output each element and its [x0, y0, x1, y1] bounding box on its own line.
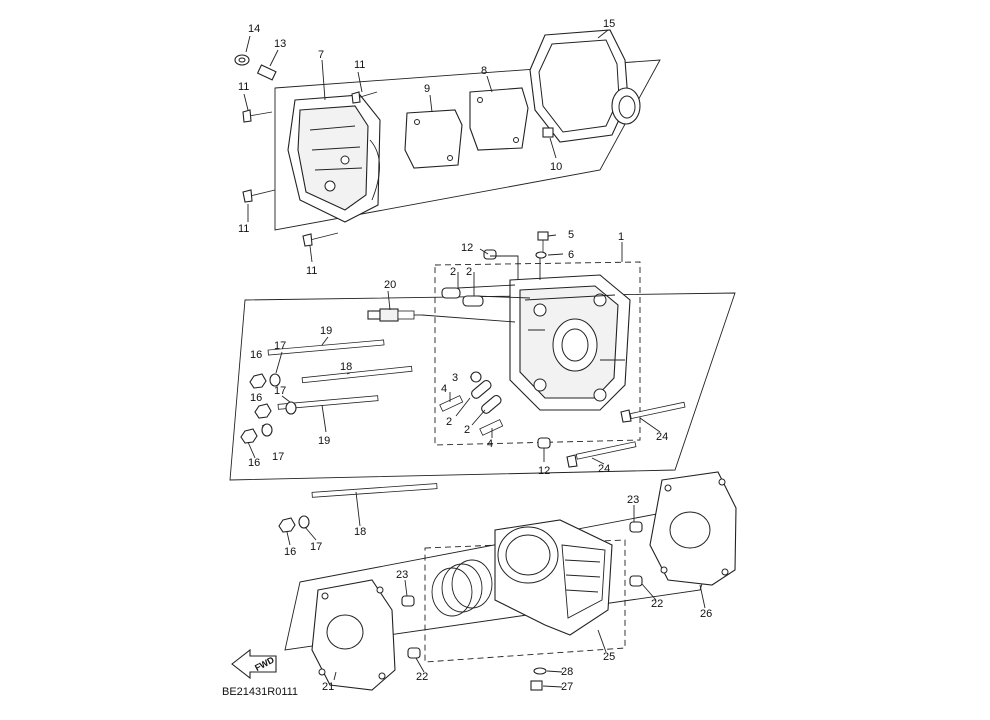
- callout-6: 6: [568, 249, 574, 261]
- bolt-10: [542, 127, 554, 138]
- callout-2: 2: [450, 266, 456, 278]
- callout-17: 17: [310, 541, 322, 553]
- washers-17: [261, 373, 310, 529]
- callout-23: 23: [396, 569, 408, 581]
- valve-guides-2: [441, 287, 502, 414]
- diagram-code: BE21431R0111: [222, 686, 299, 698]
- grommet-14: [234, 54, 250, 66]
- callout-18: 18: [340, 361, 352, 373]
- callout-7: 7: [318, 49, 324, 61]
- washer-28: [533, 667, 547, 675]
- nuts-16: [240, 373, 296, 533]
- callout-18: 18: [354, 526, 366, 538]
- dowels-23-22: [401, 521, 643, 659]
- callout-9: 9: [424, 83, 430, 95]
- callout-17: 17: [274, 385, 286, 397]
- callout-16: 16: [248, 457, 260, 469]
- forward-arrow-icon: [231, 648, 277, 680]
- callout-22: 22: [651, 598, 663, 610]
- callout-19: 19: [320, 325, 332, 337]
- bolt-13: [256, 64, 277, 81]
- callout-13: 13: [274, 38, 286, 50]
- callout-19: 19: [318, 435, 330, 447]
- callout-23: 23: [627, 494, 639, 506]
- callout-15: 15: [603, 18, 615, 30]
- washer-6: [535, 251, 547, 259]
- cylinder: [494, 519, 613, 636]
- callout-16: 16: [250, 349, 262, 361]
- dowel-12-bottom: [537, 437, 551, 449]
- dowel-12-top: [483, 249, 497, 260]
- bolt-27: [530, 680, 543, 691]
- callout-22: 22: [416, 671, 428, 683]
- callout-1: 1: [618, 231, 624, 243]
- spark-plug-20: [367, 308, 422, 322]
- plate-8: [469, 87, 529, 151]
- piston-rings: [431, 559, 493, 617]
- callout-27: 27: [561, 681, 573, 693]
- bolts-11: [242, 91, 378, 247]
- bolt-5: [537, 231, 549, 252]
- callout-4: 4: [441, 383, 447, 395]
- cylinder-head: [509, 274, 631, 411]
- leader-lines: [243, 29, 706, 688]
- callout-21: 21: [322, 681, 334, 693]
- callout-2: 2: [446, 416, 452, 428]
- callout-28: 28: [561, 666, 573, 678]
- cylinder-base-gasket-21: [311, 579, 396, 691]
- callout-24: 24: [598, 463, 610, 475]
- callout-5: 5: [568, 229, 574, 241]
- callout-3: 3: [452, 372, 458, 384]
- callout-11: 11: [238, 223, 249, 235]
- callout-17: 17: [272, 451, 284, 463]
- plate-9: [404, 109, 463, 169]
- callout-11: 11: [238, 81, 249, 93]
- callout-11: 11: [354, 59, 365, 71]
- callout-11: 11: [306, 265, 317, 277]
- callout-4: 4: [487, 438, 493, 450]
- bolts-24: [566, 401, 686, 468]
- callout-16: 16: [250, 392, 262, 404]
- callout-12: 12: [538, 465, 550, 477]
- callout-14: 14: [248, 23, 260, 35]
- cover-gasket-15: [529, 29, 641, 143]
- callout-16: 16: [284, 546, 296, 558]
- studs-4: [439, 395, 504, 436]
- callout-12: 12: [461, 242, 473, 254]
- callout-20: 20: [384, 279, 396, 291]
- callout-24: 24: [656, 431, 668, 443]
- callout-2: 2: [466, 266, 472, 278]
- head-gasket-26: [649, 471, 737, 586]
- cylinder-frame: [284, 499, 731, 651]
- plug-3: [470, 371, 482, 383]
- callout-26: 26: [700, 608, 712, 620]
- head-assembly-box: [434, 261, 641, 446]
- studs-19-18: [267, 339, 438, 498]
- callout-8: 8: [481, 65, 487, 77]
- callout-2: 2: [464, 424, 470, 436]
- callout-10: 10: [550, 161, 562, 173]
- valve-cover: [287, 94, 381, 223]
- callout-25: 25: [603, 651, 615, 663]
- callout-17: 17: [274, 340, 286, 352]
